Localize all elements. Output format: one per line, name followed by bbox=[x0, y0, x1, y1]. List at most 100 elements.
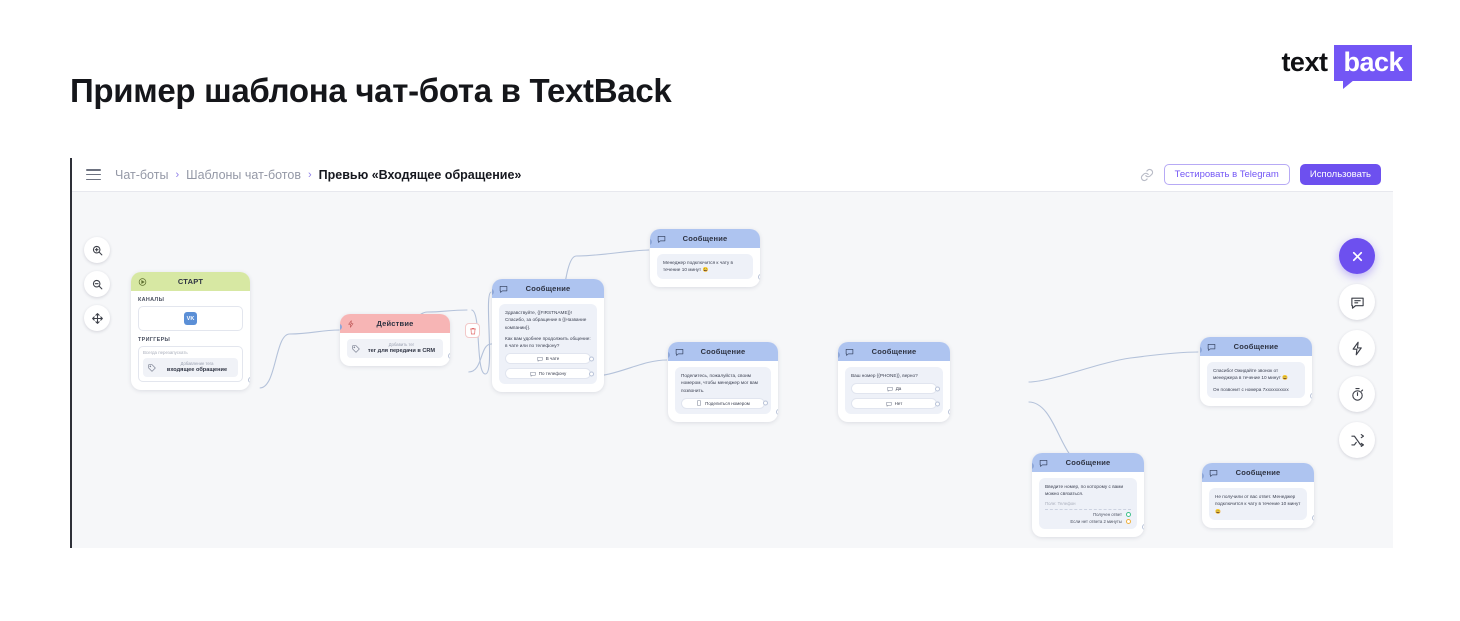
output-port[interactable] bbox=[948, 409, 950, 416]
message-icon[interactable] bbox=[1339, 284, 1375, 320]
output-port[interactable] bbox=[776, 408, 778, 415]
trigger-item[interactable]: Добавление тега входящее обращение bbox=[143, 358, 238, 378]
test-in-telegram-button[interactable]: Тестировать в Telegram bbox=[1163, 163, 1290, 186]
node-message-manager-chat[interactable]: Сообщение Менеджер подключится к чату в … bbox=[650, 229, 760, 287]
node-title: Сообщение bbox=[1235, 468, 1281, 477]
node-body: Здравствуйте, {{FIRSTNAME}}! Спасибо, за… bbox=[492, 298, 604, 392]
input-port[interactable] bbox=[650, 239, 652, 245]
node-action[interactable]: Действие Добавить тег тег для передачи в… bbox=[340, 314, 450, 367]
condition-icon[interactable] bbox=[1339, 422, 1375, 458]
input-port[interactable] bbox=[1202, 473, 1204, 479]
message-icon bbox=[499, 284, 508, 293]
node-message-no-answer[interactable]: Сообщение Не получили от вас ответ. Мене… bbox=[1202, 463, 1314, 528]
node-message-thanks-call[interactable]: Сообщение Спасибо! Ожидайте звонок от ме… bbox=[1200, 337, 1312, 406]
node-message-share-phone[interactable]: Сообщение Поделитесь, пожалуйста, своим … bbox=[668, 342, 778, 422]
output-port[interactable] bbox=[248, 377, 250, 384]
node-message-confirm-phone[interactable]: Сообщение Ваш номер {{PHONE}}, верно? Да… bbox=[838, 342, 950, 423]
message-bubble: Ваш номер {{PHONE}}, верно? Да Нет bbox=[845, 367, 943, 415]
canvas-zoom-toolbar bbox=[84, 237, 110, 331]
message-bubble: Здравствуйте, {{FIRSTNAME}}! Спасибо, за… bbox=[499, 304, 597, 385]
app-window: Чат-боты › Шаблоны чат-ботов › Превью «В… bbox=[70, 158, 1393, 548]
zoom-in-icon[interactable] bbox=[84, 237, 110, 263]
move-icon[interactable] bbox=[84, 305, 110, 331]
message-line: Менеджер подключится к чату в течение 10… bbox=[663, 260, 734, 273]
output-port[interactable] bbox=[1312, 514, 1314, 521]
node-title: Сообщение bbox=[682, 234, 728, 243]
logo-text-left: text bbox=[1281, 47, 1328, 77]
input-port[interactable] bbox=[668, 352, 670, 358]
quick-reply-button[interactable]: По телефону bbox=[505, 368, 594, 380]
output-port[interactable] bbox=[1126, 518, 1131, 524]
breadcrumb-item-templates[interactable]: Шаблоны чат-ботов bbox=[186, 167, 301, 182]
message-icon bbox=[657, 234, 666, 243]
output-row-timeout[interactable]: Если нет ответа 2 минуты bbox=[1045, 518, 1131, 524]
breadcrumb: Чат-боты › Шаблоны чат-ботов › Превью «В… bbox=[115, 168, 521, 182]
output-label: Если нет ответа 2 минуты bbox=[1070, 518, 1122, 524]
input-port[interactable] bbox=[1032, 463, 1034, 469]
node-start-header: СТАРТ bbox=[131, 272, 250, 291]
output-port[interactable] bbox=[1142, 523, 1144, 530]
field-label: Поле: Телефон bbox=[1045, 500, 1076, 506]
output-row-answered[interactable]: Получен ответ bbox=[1045, 511, 1131, 517]
node-start-title: СТАРТ bbox=[177, 277, 204, 286]
node-message-greeting[interactable]: Сообщение Здравствуйте, {{FIRSTNAME}}! С… bbox=[492, 279, 604, 393]
hamburger-icon[interactable] bbox=[86, 169, 101, 180]
output-port[interactable] bbox=[1126, 511, 1131, 517]
use-template-button[interactable]: Использовать bbox=[1299, 163, 1381, 186]
channels-label: КАНАЛЫ bbox=[138, 297, 165, 303]
node-header: Сообщение bbox=[492, 279, 604, 298]
channels-box[interactable]: VK bbox=[138, 306, 243, 331]
input-port[interactable] bbox=[1200, 347, 1202, 353]
action-icon[interactable] bbox=[1339, 330, 1375, 366]
output-port[interactable] bbox=[762, 400, 768, 406]
output-port[interactable] bbox=[1310, 392, 1312, 399]
action-sub: Добавить тег bbox=[388, 342, 415, 347]
input-port[interactable] bbox=[838, 352, 840, 358]
delete-node-button[interactable] bbox=[465, 323, 480, 338]
page-title: Пример шаблона чат-бота в TextBack bbox=[70, 72, 672, 110]
phone-share-icon bbox=[696, 400, 702, 407]
close-icon[interactable] bbox=[1339, 238, 1375, 274]
message-line: Ваш номер {{PHONE}}, верно? bbox=[851, 373, 918, 378]
flow-canvas[interactable]: СТАРТ КАНАЛЫ VK ТРИГГЕРЫ Всегда перезапу… bbox=[72, 192, 1393, 548]
quick-reply-button[interactable]: Да bbox=[851, 383, 940, 395]
node-start[interactable]: СТАРТ КАНАЛЫ VK ТРИГГЕРЫ Всегда перезапу… bbox=[131, 272, 250, 391]
input-port[interactable] bbox=[492, 289, 494, 295]
message-line: Он позвонит с номера 7хххххххххх bbox=[1213, 386, 1289, 392]
input-port[interactable] bbox=[340, 324, 342, 330]
action-tag-item[interactable]: Добавить тег тег для передачи в CRM bbox=[347, 339, 443, 359]
node-body: Не получили от вас ответ. Менеджер подкл… bbox=[1202, 482, 1314, 528]
node-header: Сообщение bbox=[1200, 337, 1312, 356]
output-port[interactable] bbox=[588, 371, 594, 377]
node-title: Сообщение bbox=[1233, 342, 1279, 351]
output-port[interactable] bbox=[934, 401, 940, 407]
tag-icon bbox=[148, 363, 156, 372]
message-bubble: Введите номер, по которому с вами можно … bbox=[1039, 478, 1137, 529]
quick-reply-button[interactable]: Нет bbox=[851, 398, 940, 410]
play-icon bbox=[138, 277, 147, 286]
triggers-box[interactable]: Всегда перезапускать Добавление тега вхо… bbox=[138, 346, 243, 383]
node-title: Сообщение bbox=[1065, 458, 1111, 467]
output-port[interactable] bbox=[758, 273, 760, 280]
node-title: Сообщение bbox=[871, 347, 917, 356]
timer-icon[interactable] bbox=[1339, 376, 1375, 412]
message-bubble: Не получили от вас ответ. Менеджер подкл… bbox=[1209, 488, 1307, 520]
link-icon[interactable] bbox=[1140, 168, 1154, 182]
output-port[interactable] bbox=[934, 386, 940, 392]
node-header: Сообщение bbox=[1032, 453, 1144, 472]
node-title: Сообщение bbox=[525, 284, 571, 293]
zoom-out-icon[interactable] bbox=[84, 271, 110, 297]
output-port[interactable] bbox=[588, 356, 594, 362]
node-action-body: Добавить тег тег для передачи в CRM bbox=[340, 333, 450, 366]
node-header: Сообщение bbox=[838, 342, 950, 361]
breadcrumb-item-chatbots[interactable]: Чат-боты bbox=[115, 167, 169, 182]
trigger-main: входящее обращение bbox=[166, 366, 228, 373]
chat-icon bbox=[530, 371, 536, 377]
quick-reply-button[interactable]: В чате bbox=[505, 353, 594, 365]
quick-reply-button[interactable]: Поделиться номером bbox=[681, 397, 768, 409]
output-port[interactable] bbox=[448, 353, 450, 360]
chat-icon bbox=[887, 386, 893, 392]
node-body: Менеджер подключится к чату в течение 10… bbox=[650, 248, 760, 287]
node-message-enter-phone[interactable]: Сообщение Введите номер, по которому с в… bbox=[1032, 453, 1144, 537]
message-line: Поделитесь, пожалуйста, своим номером, ч… bbox=[681, 373, 758, 393]
